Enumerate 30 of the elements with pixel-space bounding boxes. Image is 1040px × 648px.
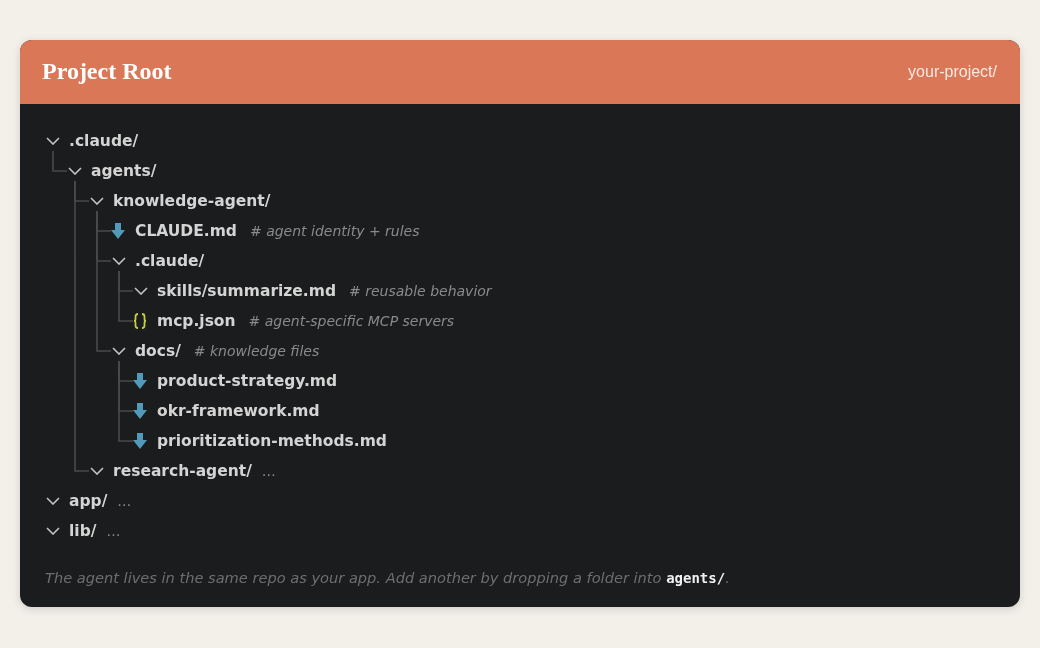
file-name: okr-framework.md [157,401,320,421]
card-panel [20,40,1020,607]
ellipsis-text: … [117,493,132,509]
folder-name: .claude/ [69,131,139,151]
tree-line [74,180,90,472]
file-name: CLAUDE.md [135,221,237,241]
folder-name: knowledge-agent/ [113,191,271,211]
comment-text: # reusable behavior [349,283,492,299]
tree-line [118,270,134,322]
path-label: your-project/ [908,62,997,82]
folder-name: docs/ [135,341,181,361]
file-name: prioritization-methods.md [157,431,387,451]
folder-name: lib/ [69,521,97,541]
folder-name: app/ [69,491,108,511]
ellipsis-text: … [261,463,276,479]
ellipsis-text: … [106,523,121,539]
comment-text: # agent-specific MCP servers [248,313,455,329]
folder-name: agents/ [91,161,157,181]
tree-line [52,150,68,172]
card-title: Project Root [42,58,172,85]
folder-name: .claude/ [135,251,205,271]
file-name: skills/summarize.md [157,281,336,301]
folder-name: research-agent/ [113,461,252,481]
tree-line [118,360,134,442]
file-name: product-strategy.md [157,371,338,391]
footnote-text: The agent lives in the same repo as your app. Add another by dropping a folder into agents/. [45,568,730,588]
file-name: mcp.json [157,311,236,331]
comment-text: # agent identity + rules [249,223,420,239]
tree-line [96,210,112,352]
comment-text: # knowledge files [193,343,320,359]
